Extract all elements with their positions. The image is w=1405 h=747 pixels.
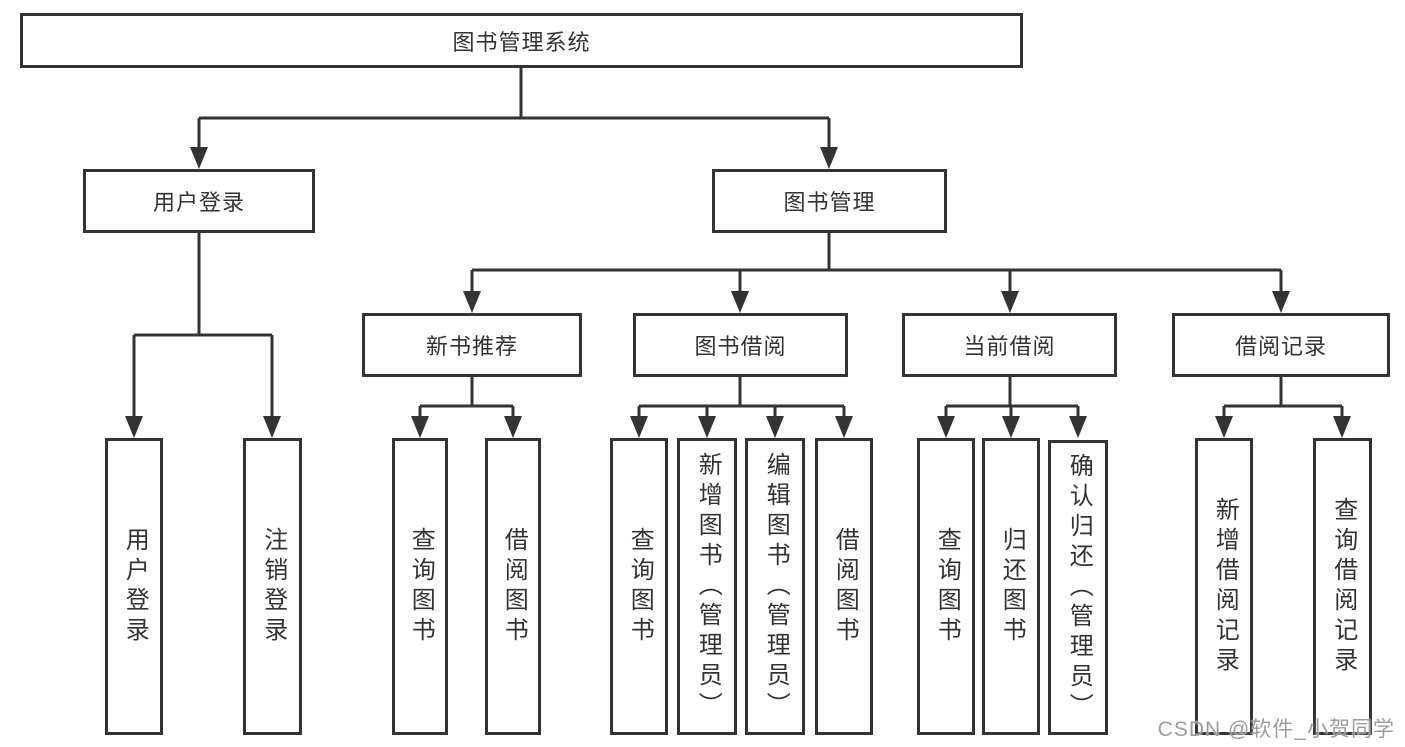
node-user-login-group-label: 用户登录 — [152, 190, 245, 215]
node-query-books-recommend-label: 查询图书 — [407, 526, 435, 647]
node-add-book-admin-label: 新增图书（管理员） — [694, 451, 722, 722]
node-query-borrow-record: 查询借阅记录 — [1313, 438, 1372, 735]
node-return-books-label: 归还图书 — [998, 526, 1026, 647]
node-query-books-current: 查询图书 — [917, 438, 975, 735]
node-logout: 注销登录 — [243, 438, 302, 735]
node-book-management-label: 图书管理 — [783, 190, 876, 215]
node-return-books: 归还图书 — [982, 438, 1040, 735]
node-book-management: 图书管理 — [712, 169, 947, 233]
node-borrow-books-recommend-label: 借阅图书 — [500, 526, 528, 647]
node-user-login-label: 用户登录 — [121, 526, 149, 647]
node-book-borrowing: 图书借阅 — [633, 313, 848, 377]
node-borrow-books-borrowing-label: 借阅图书 — [831, 526, 859, 647]
node-borrowing-records-label: 借阅记录 — [1234, 334, 1327, 359]
csdn-watermark: CSDN @软件_小贺同学 — [1157, 718, 1395, 741]
node-add-borrow-record: 新增借阅记录 — [1195, 438, 1253, 735]
node-current-borrowing: 当前借阅 — [902, 313, 1117, 377]
node-root-system-label: 图书管理系统 — [452, 29, 591, 55]
node-query-books-current-label: 查询图书 — [933, 526, 961, 647]
node-add-book-admin: 新增图书（管理员） — [677, 438, 737, 735]
node-query-books-borrowing-label: 查询图书 — [626, 526, 654, 647]
node-confirm-return-admin: 确认归还（管理员） — [1048, 440, 1108, 735]
node-query-books-borrowing: 查询图书 — [610, 438, 668, 735]
node-current-borrowing-label: 当前借阅 — [963, 334, 1056, 359]
node-edit-book-admin: 编辑图书（管理员） — [745, 438, 805, 735]
node-borrowing-records: 借阅记录 — [1172, 313, 1390, 377]
node-borrow-books-borrowing: 借阅图书 — [815, 438, 873, 735]
node-new-book-recommend-label: 新书推荐 — [425, 334, 518, 359]
node-query-borrow-record-label: 查询借阅记录 — [1329, 496, 1357, 677]
node-borrow-books-recommend: 借阅图书 — [485, 438, 541, 735]
node-root-system: 图书管理系统 — [20, 13, 1023, 68]
node-add-borrow-record-label: 新增借阅记录 — [1211, 496, 1239, 677]
node-confirm-return-admin-label: 确认归还（管理员） — [1065, 452, 1093, 723]
node-user-login: 用户登录 — [105, 438, 163, 735]
node-logout-label: 注销登录 — [259, 526, 287, 647]
node-edit-book-admin-label: 编辑图书（管理员） — [762, 451, 790, 722]
node-query-books-recommend: 查询图书 — [392, 438, 448, 735]
arrowheads — [125, 147, 1351, 438]
node-book-borrowing-label: 图书借阅 — [694, 334, 787, 359]
node-new-book-recommend: 新书推荐 — [362, 313, 582, 377]
node-user-login-group: 用户登录 — [83, 169, 315, 233]
